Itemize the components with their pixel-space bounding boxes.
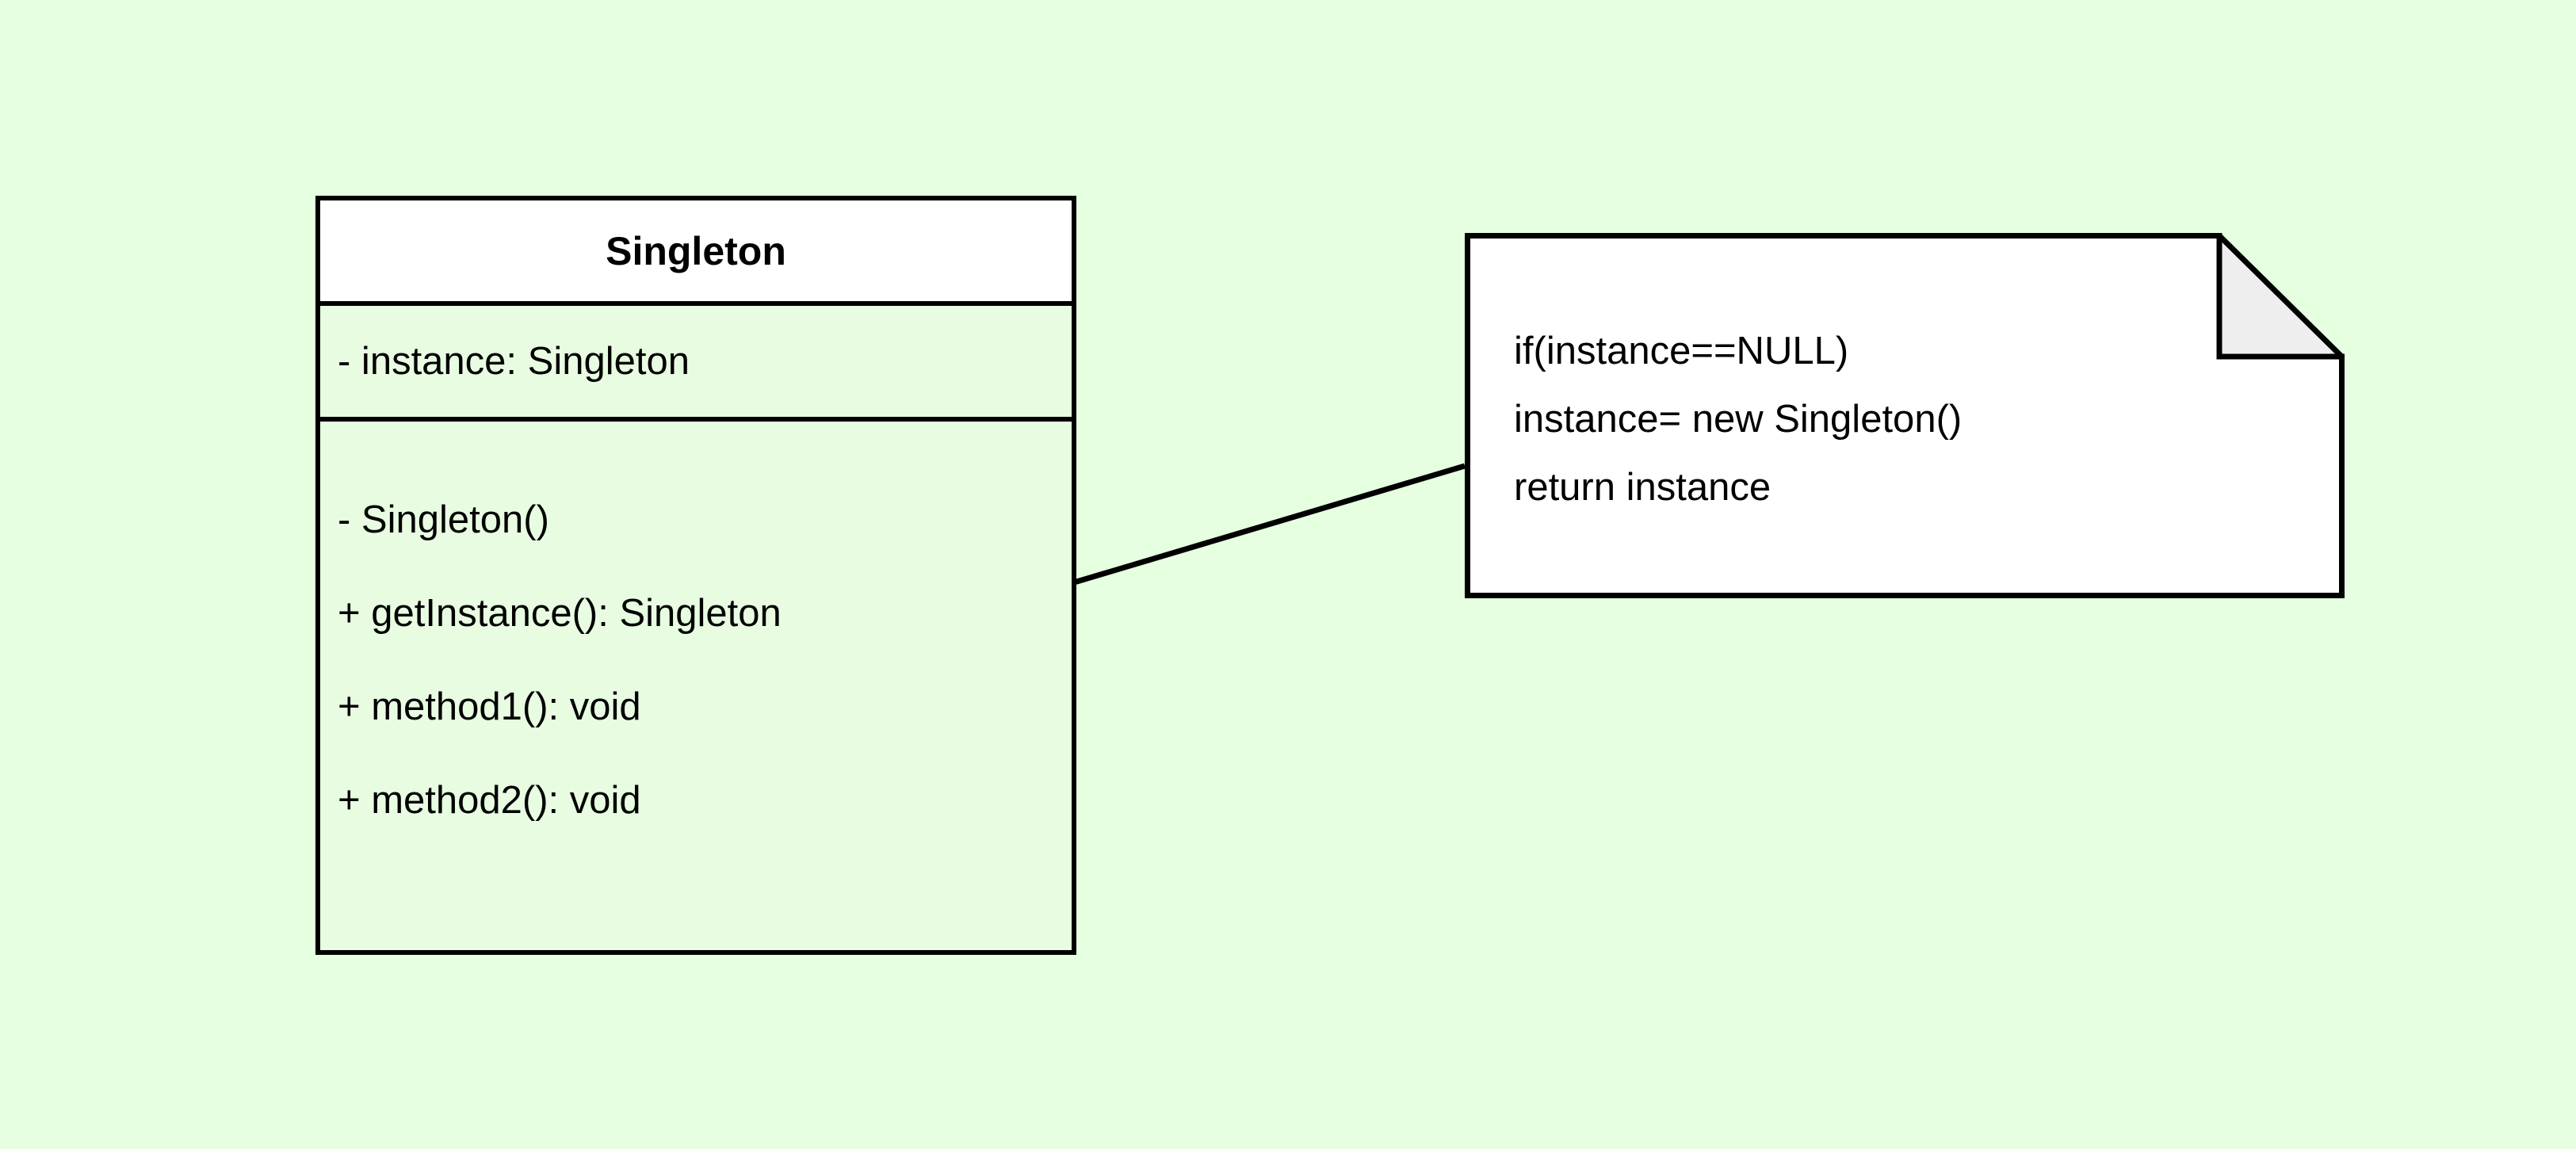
- note-line: if(instance==NULL): [1514, 330, 1849, 372]
- note-fold-corner-icon: [2216, 233, 2345, 360]
- class-methods-compartment: - Singleton() + getInstance(): Singleton…: [320, 422, 1072, 950]
- class-method-row: - Singleton(): [338, 498, 549, 541]
- class-attributes-compartment: - instance: Singleton: [320, 306, 1072, 422]
- class-method-row: + method1(): void: [338, 685, 641, 728]
- class-method-row: + method2(): void: [338, 779, 641, 822]
- note-shape: [1465, 233, 2345, 598]
- class-method-row: + getInstance(): Singleton: [338, 592, 782, 635]
- uml-class-box[interactable]: Singleton - instance: Singleton - Single…: [315, 196, 1076, 955]
- note-connector-line[interactable]: [1072, 463, 1466, 586]
- class-attribute-row: - instance: Singleton: [338, 339, 690, 383]
- note-line: instance= new Singleton(): [1514, 398, 1963, 441]
- note-line: return instance: [1514, 466, 1771, 509]
- note-text-block: if(instance==NULL) instance= new Singlet…: [1514, 317, 2307, 521]
- class-name-label: Singleton: [606, 228, 786, 273]
- class-title-compartment: Singleton: [320, 200, 1072, 306]
- uml-note[interactable]: if(instance==NULL) instance= new Singlet…: [1465, 233, 2345, 598]
